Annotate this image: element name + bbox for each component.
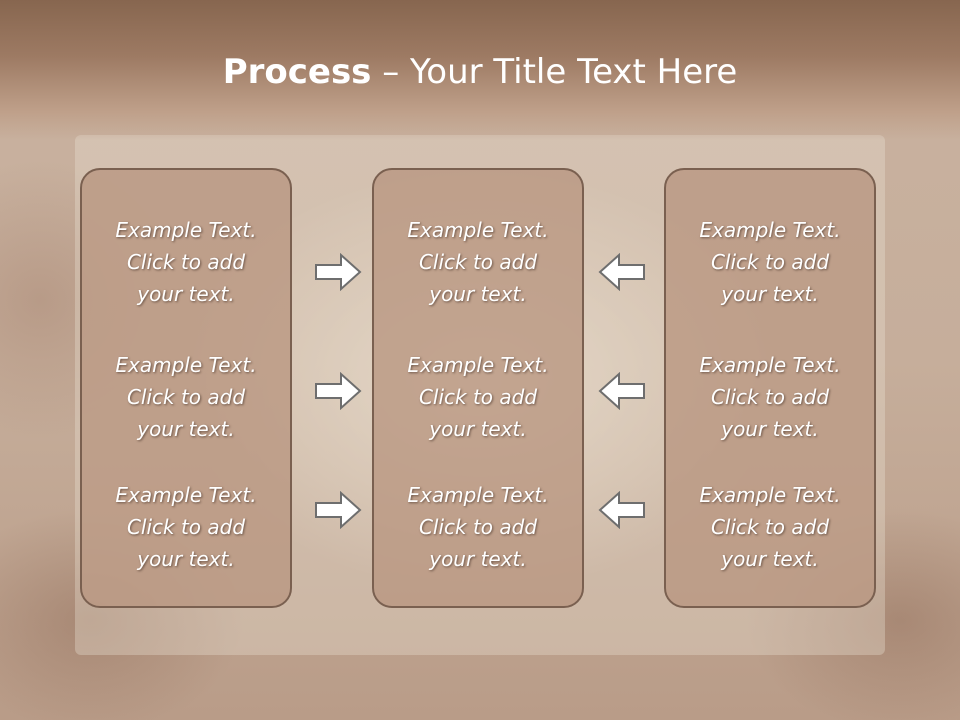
text-line: Click to add <box>418 250 538 274</box>
text-line: Example Text. <box>699 218 841 242</box>
title-rest: – Your Title Text Here <box>371 52 738 92</box>
text-line: Example Text. <box>407 218 549 242</box>
text-line: Click to add <box>710 385 830 409</box>
text-line: your text. <box>137 417 235 441</box>
panel-middle-text-3[interactable]: Example Text. Click to add your text. <box>374 479 582 575</box>
text-line: Click to add <box>126 385 246 409</box>
text-line: Example Text. <box>115 218 257 242</box>
text-line: Example Text. <box>699 353 841 377</box>
arrow-right-icon[interactable] <box>314 253 362 291</box>
text-line: Example Text. <box>115 353 257 377</box>
text-line: your text. <box>429 282 527 306</box>
text-line: Click to add <box>418 385 538 409</box>
text-line: Click to add <box>710 515 830 539</box>
text-line: your text. <box>721 547 819 571</box>
text-line: Click to add <box>126 515 246 539</box>
slide-title[interactable]: Process – Your Title Text Here <box>0 52 960 92</box>
panel-middle[interactable]: Example Text. Click to add your text. Ex… <box>372 168 584 608</box>
text-line: Example Text. <box>407 353 549 377</box>
text-line: your text. <box>429 547 527 571</box>
text-line: Click to add <box>418 515 538 539</box>
arrow-right-icon[interactable] <box>314 491 362 529</box>
arrow-left-icon[interactable] <box>598 491 646 529</box>
panel-right[interactable]: Example Text. Click to add your text. Ex… <box>664 168 876 608</box>
text-line: your text. <box>721 417 819 441</box>
panel-right-text-3[interactable]: Example Text. Click to add your text. <box>666 479 874 575</box>
text-line: Example Text. <box>699 483 841 507</box>
title-bold: Process <box>222 52 372 92</box>
panel-left-text-1[interactable]: Example Text. Click to add your text. <box>82 214 290 310</box>
text-line: your text. <box>721 282 819 306</box>
text-line: Click to add <box>710 250 830 274</box>
text-line: your text. <box>137 282 235 306</box>
text-line: your text. <box>429 417 527 441</box>
arrow-right-icon[interactable] <box>314 372 362 410</box>
panel-right-text-1[interactable]: Example Text. Click to add your text. <box>666 214 874 310</box>
panel-middle-text-1[interactable]: Example Text. Click to add your text. <box>374 214 582 310</box>
panel-right-text-2[interactable]: Example Text. Click to add your text. <box>666 349 874 445</box>
panel-left[interactable]: Example Text. Click to add your text. Ex… <box>80 168 292 608</box>
text-line: Example Text. <box>115 483 257 507</box>
arrow-left-icon[interactable] <box>598 253 646 291</box>
panel-middle-text-2[interactable]: Example Text. Click to add your text. <box>374 349 582 445</box>
panel-left-text-3[interactable]: Example Text. Click to add your text. <box>82 479 290 575</box>
text-line: your text. <box>137 547 235 571</box>
text-line: Click to add <box>126 250 246 274</box>
title-band <box>0 0 960 140</box>
panel-left-text-2[interactable]: Example Text. Click to add your text. <box>82 349 290 445</box>
arrow-left-icon[interactable] <box>598 372 646 410</box>
text-line: Example Text. <box>407 483 549 507</box>
